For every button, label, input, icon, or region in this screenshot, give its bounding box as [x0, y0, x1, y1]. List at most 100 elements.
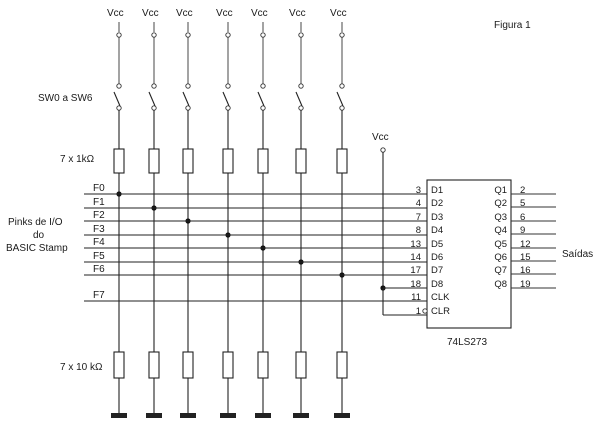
input-pin-number-3: 3 — [416, 185, 421, 196]
input-pin-number-11: 11 — [411, 292, 421, 303]
input-pin-number-1: 1 — [416, 306, 421, 317]
switch-bottom-contact — [298, 105, 304, 111]
switch-blade — [148, 91, 156, 107]
input-pin-name-d4: D4 — [431, 225, 443, 236]
supply-terminal — [260, 32, 266, 38]
switch-top-contact — [225, 83, 231, 89]
ic-74ls273-body — [426, 179, 512, 329]
switch-column-2: Vcc — [176, 8, 196, 418]
ground-icon — [111, 413, 127, 418]
input-pin-name-clk: CLK — [431, 292, 450, 303]
switch-bottom-contact — [339, 105, 345, 111]
pullup-resistor-0 — [113, 148, 125, 174]
clr-inversion-bubble — [422, 308, 428, 314]
supply-terminal — [339, 32, 345, 38]
switch-top-contact — [185, 83, 191, 89]
supply-terminal — [225, 32, 231, 38]
pulldown-resistor-2 — [182, 351, 194, 379]
switch-caption: SW0 a SW6 — [38, 93, 93, 104]
line-label-f5: F5 — [93, 251, 105, 262]
input-pin-name-d3: D3 — [431, 212, 443, 223]
pullup-resistor-6 — [336, 148, 348, 174]
output-pin-number-9: 9 — [520, 225, 525, 236]
bus-caption-line-2: do — [33, 230, 45, 241]
switch-top-contact — [298, 83, 304, 89]
output-pin-name-q2: Q2 — [494, 198, 507, 209]
pullup-resistor-2 — [182, 148, 194, 174]
ground-icon — [220, 413, 236, 418]
line-label-f3: F3 — [93, 224, 105, 235]
pulldown-resistor-6 — [336, 351, 348, 379]
switch-column-6: Vcc — [330, 8, 350, 418]
output-pin-number-12: 12 — [520, 239, 531, 250]
supply-label: Vcc — [107, 8, 124, 19]
switch-bottom-contact — [185, 105, 191, 111]
bus-caption-line-1: Pinks de I/O — [8, 217, 63, 228]
input-pin-name-d1: D1 — [431, 185, 443, 196]
output-pin-name-q1: Q1 — [494, 185, 507, 196]
input-pin-number-13: 13 — [410, 239, 421, 250]
figure-label: Figura 1 — [494, 20, 531, 31]
bus-caption-line-3: BASIC Stamp — [6, 243, 68, 254]
supply-label: Vcc — [330, 8, 347, 19]
input-pin-number-4: 4 — [416, 198, 421, 209]
switch-column-5: Vcc — [289, 8, 309, 418]
input-pin-name-clr: CLR — [431, 306, 450, 317]
chip-vcc-label: Vcc — [372, 132, 389, 143]
output-pin-number-6: 6 — [520, 212, 525, 223]
input-pin-number-17: 17 — [410, 265, 421, 276]
switch-bottom-contact — [116, 105, 122, 111]
line-label-f7: F7 — [93, 290, 105, 301]
pulldown-resistor-3 — [222, 351, 234, 379]
switch-blade — [257, 91, 265, 107]
input-pin-number-8: 8 — [416, 225, 421, 236]
output-pin-number-5: 5 — [520, 198, 525, 209]
output-pin-number-15: 15 — [520, 252, 531, 263]
output-pin-name-q4: Q4 — [494, 225, 507, 236]
output-pin-number-2: 2 — [520, 185, 525, 196]
switch-top-contact — [116, 83, 122, 89]
supply-label: Vcc — [176, 8, 193, 19]
line-label-f0: F0 — [93, 183, 105, 194]
input-pin-name-d6: D6 — [431, 252, 443, 263]
pullup-caption: 7 x 1kΩ — [60, 154, 95, 165]
pulldown-resistor-5 — [295, 351, 307, 379]
input-pin-number-14: 14 — [410, 252, 421, 263]
switch-bottom-contact — [151, 105, 157, 111]
switch-top-contact — [339, 83, 345, 89]
pullup-resistor-3 — [222, 148, 234, 174]
ground-icon — [180, 413, 196, 418]
outputs-caption: Saídas — [562, 249, 593, 260]
output-pin-name-q5: Q5 — [494, 239, 507, 250]
line-label-f6: F6 — [93, 264, 105, 275]
supply-terminal — [185, 32, 191, 38]
switch-column-3: Vcc — [216, 8, 236, 418]
switch-column-0: Vcc — [107, 8, 127, 418]
supply-terminal — [298, 32, 304, 38]
input-pin-name-d7: D7 — [431, 265, 443, 276]
line-label-f4: F4 — [93, 237, 105, 248]
pullup-resistor-4 — [257, 148, 269, 174]
switch-blade — [182, 91, 190, 107]
input-pin-name-d2: D2 — [431, 198, 443, 209]
supply-terminal — [116, 32, 122, 38]
output-pin-number-16: 16 — [520, 265, 531, 276]
switch-bottom-contact — [260, 105, 266, 111]
pulldown-resistor-0 — [113, 351, 125, 379]
input-pin-number-7: 7 — [416, 212, 421, 223]
chip-name-label: 74LS273 — [447, 337, 487, 348]
output-pin-name-q8: Q8 — [494, 279, 507, 290]
switch-blade — [295, 91, 303, 107]
pulldown-resistor-1 — [148, 351, 160, 379]
supply-label: Vcc — [142, 8, 159, 19]
input-pin-name-d8: D8 — [431, 279, 443, 290]
switch-column-1: Vcc — [142, 8, 162, 418]
line-label-f2: F2 — [93, 210, 105, 221]
pulldown-caption: 7 x 10 kΩ — [60, 362, 103, 373]
ground-icon — [255, 413, 271, 418]
chip-vcc-terminal — [380, 147, 386, 153]
switch-blade — [222, 91, 230, 107]
supply-terminal — [151, 32, 157, 38]
